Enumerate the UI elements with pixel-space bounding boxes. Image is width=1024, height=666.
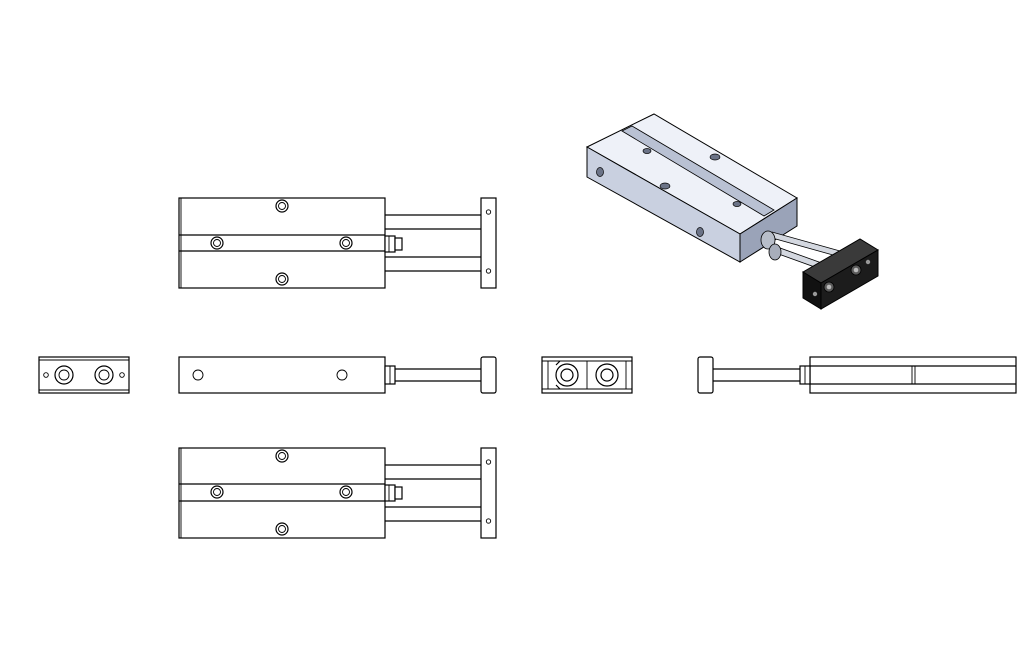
view-front: [178, 356, 497, 394]
view-end-right: [541, 356, 633, 394]
view-bottom: [178, 447, 497, 539]
view-back: [697, 356, 1017, 394]
view-top: [178, 197, 497, 289]
view-isometric: [585, 113, 879, 310]
view-end-left: [38, 356, 130, 394]
